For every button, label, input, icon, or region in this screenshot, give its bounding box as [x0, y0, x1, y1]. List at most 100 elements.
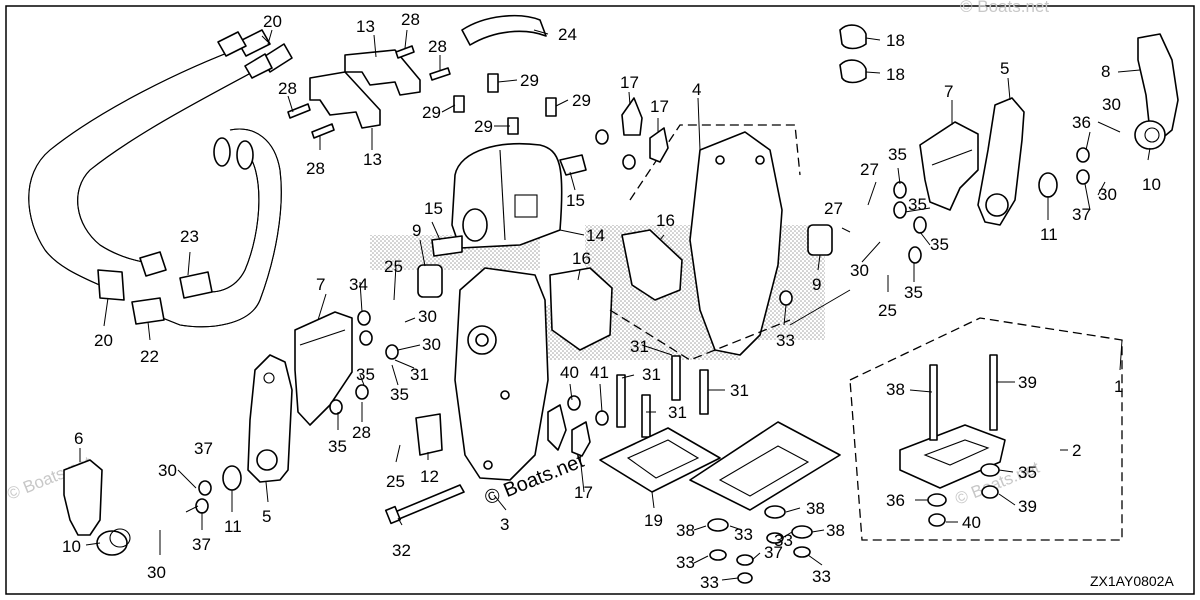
callout: 5 [262, 507, 271, 526]
disc-11-left [222, 465, 242, 491]
disc-11-right [1038, 172, 1058, 198]
clip-15a [431, 235, 463, 257]
cap-18a [839, 24, 867, 50]
housing-14 [451, 142, 563, 249]
callout: 4 [692, 80, 701, 99]
clip-41 [547, 404, 567, 451]
callout: 40 [560, 363, 579, 382]
callout: 5 [1000, 59, 1009, 78]
callout: 30 [850, 261, 869, 280]
callout: 35 [904, 283, 923, 302]
arm-5-right [977, 97, 1025, 226]
callout: 35 [908, 195, 927, 214]
cushion-9-right [807, 224, 833, 256]
callout: 33 [812, 567, 831, 586]
bolts-31 [616, 355, 709, 438]
callout: 3 [500, 515, 509, 534]
callout: 17 [650, 97, 669, 116]
callout: 18 [886, 65, 905, 84]
callout: 31 [642, 365, 661, 384]
callout-labels: 20 28 28 13 28 28 13 24 29 29 29 29 14 1… [62, 10, 1161, 592]
leader-lines [79, 29, 1151, 581]
callout: 36 [1072, 113, 1091, 132]
callout: 35 [1018, 463, 1037, 482]
grommet-10-right [1134, 120, 1166, 150]
callout: 40 [962, 513, 981, 532]
callout: 15 [424, 199, 443, 218]
lever-7-left [294, 311, 353, 426]
lever-7-right [919, 121, 979, 211]
callout: 9 [412, 221, 421, 240]
callout: 39 [1018, 373, 1037, 392]
callout: 16 [572, 249, 591, 268]
callout: 25 [384, 257, 403, 276]
callout: 38 [886, 380, 905, 399]
callout: 31 [668, 403, 687, 422]
callout: 13 [356, 17, 375, 36]
callout: 13 [363, 150, 382, 169]
callout: 33 [734, 525, 753, 544]
callout: 23 [180, 227, 199, 246]
main-body-3 [454, 267, 549, 481]
cushion-9-left [417, 264, 443, 298]
callout: 28 [428, 37, 447, 56]
callout: 35 [390, 385, 409, 404]
callout: 41 [590, 363, 609, 382]
callout: 38 [806, 499, 825, 518]
callout: 18 [886, 31, 905, 50]
callout: 35 [356, 365, 375, 384]
callout: 35 [888, 145, 907, 164]
callout: 28 [352, 423, 371, 442]
callout: 30 [418, 307, 437, 326]
callout: 10 [62, 537, 81, 556]
callout: 1 [1114, 377, 1123, 396]
bracket-13 [309, 49, 421, 129]
gasket-19 [599, 421, 841, 511]
callout: 30 [422, 335, 441, 354]
callout: 2 [1072, 441, 1081, 460]
callout: 33 [676, 553, 695, 572]
callout: 7 [316, 275, 325, 294]
callout: 27 [860, 160, 879, 179]
callout: 38 [826, 521, 845, 540]
clip-15b [559, 154, 587, 176]
callout: 39 [1018, 497, 1037, 516]
callout: 7 [944, 82, 953, 101]
kit-box-1 [849, 317, 1123, 541]
callout: 8 [1101, 62, 1110, 81]
callout: 31 [630, 337, 649, 356]
callout: 20 [263, 12, 282, 31]
callout: 10 [1142, 175, 1161, 194]
callout: 15 [566, 191, 585, 210]
callout: 33 [774, 531, 793, 550]
callout: 37 [1072, 205, 1091, 224]
callout: 33 [776, 331, 795, 350]
cover-24 [461, 14, 547, 46]
bolts [287, 45, 557, 139]
callout: 9 [812, 275, 821, 294]
callout: 31 [410, 365, 429, 384]
callout: 28 [306, 159, 325, 178]
plate-16 [549, 229, 683, 351]
callout: 29 [422, 103, 441, 122]
callout: 35 [930, 235, 949, 254]
callout: 6 [74, 429, 83, 448]
callout: 27 [824, 199, 843, 218]
callout: 11 [1040, 225, 1058, 244]
diagram-code: ZX1AY0802A [1090, 573, 1174, 589]
arm-5-left [247, 354, 293, 483]
callout: 37 [194, 439, 213, 458]
clip-17a [621, 97, 643, 136]
washers-right [195, 129, 1090, 514]
callout: 22 [140, 347, 159, 366]
handle-6 [63, 459, 103, 536]
callout: 35 [328, 437, 347, 456]
callout: 30 [1102, 95, 1121, 114]
callout: 29 [572, 91, 591, 110]
callout: 33 [700, 573, 719, 592]
part-12 [415, 413, 443, 456]
callout: 30 [158, 461, 177, 480]
nuts-washers [707, 505, 813, 584]
callout: 24 [558, 25, 577, 44]
callout: 14 [586, 226, 605, 245]
